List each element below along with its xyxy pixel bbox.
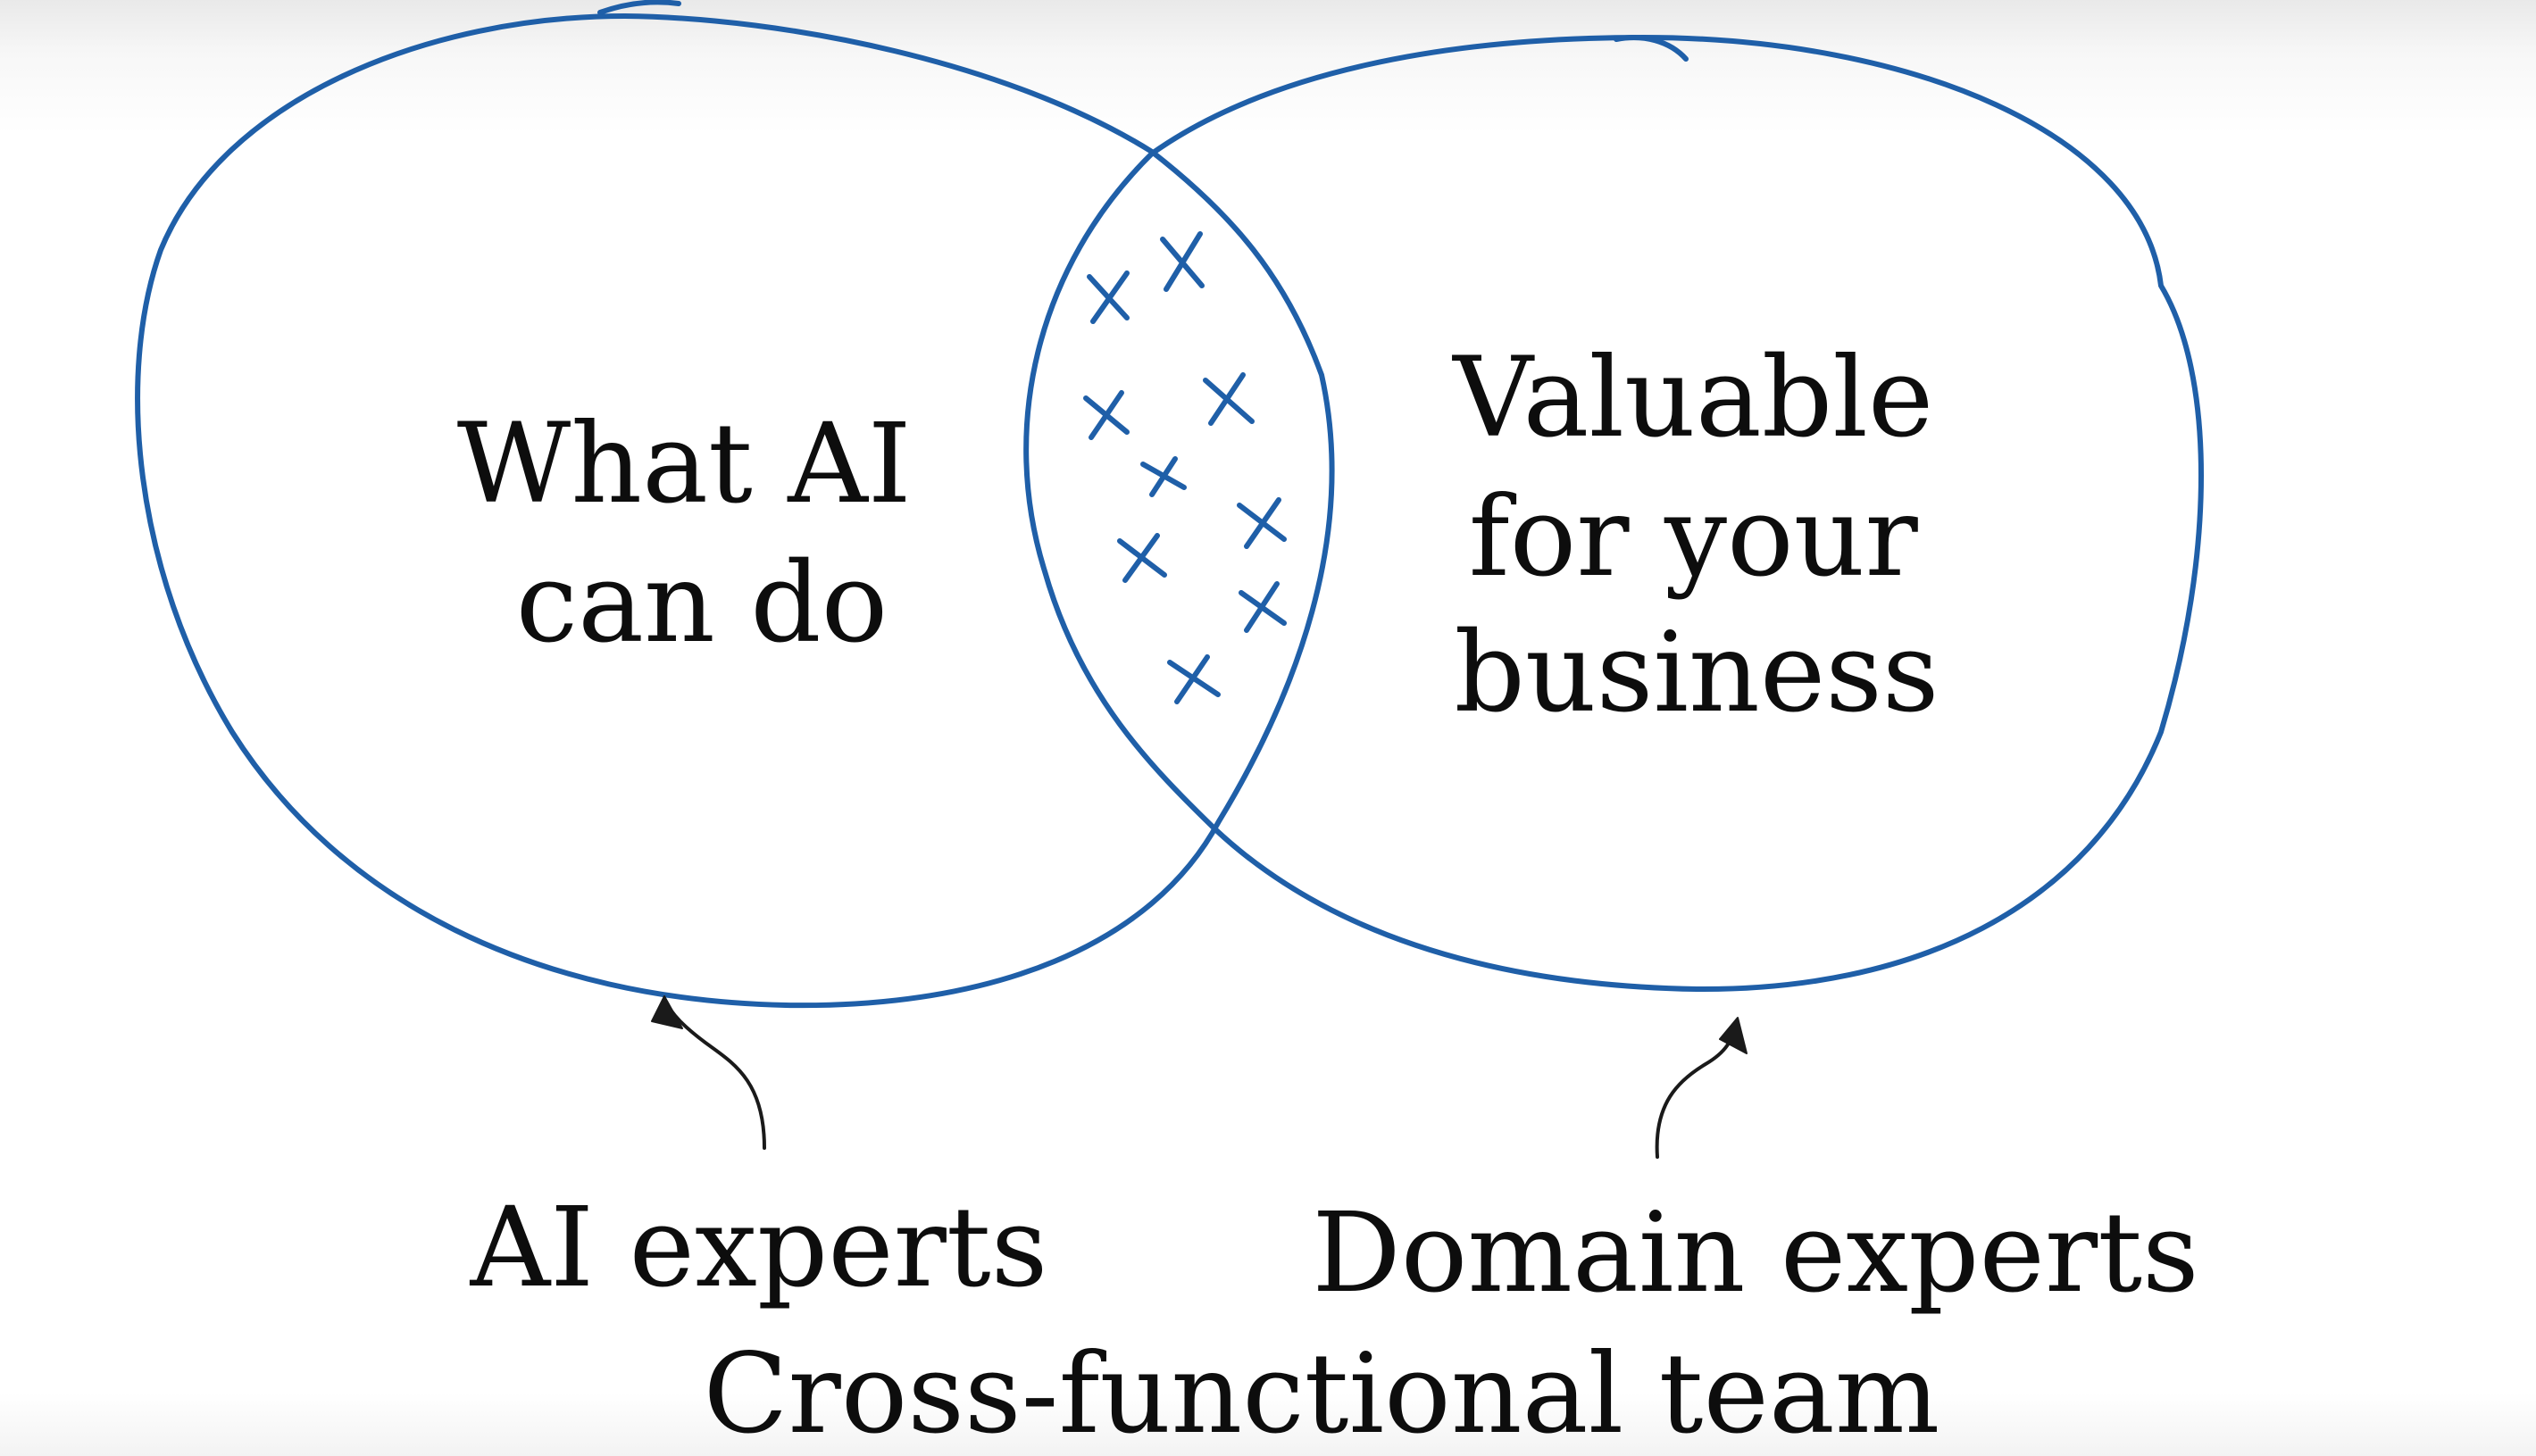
right-circle-label: Valuable for your business xyxy=(1451,334,1968,737)
cross-functional-team-caption: Cross-functional team xyxy=(704,1330,1940,1456)
x-mark xyxy=(1237,497,1287,549)
right-label-line2: for your xyxy=(1469,473,1919,602)
left-label-line2: can do xyxy=(516,539,888,668)
x-mark xyxy=(1087,270,1130,324)
left-circle-tail xyxy=(597,0,681,15)
x-mark xyxy=(1140,456,1187,497)
arrowhead-icon xyxy=(651,995,683,1029)
right-label-line1: Valuable xyxy=(1451,334,1933,462)
x-mark xyxy=(1167,654,1221,704)
left-arrow xyxy=(651,995,766,1150)
x-mark xyxy=(1203,372,1255,426)
x-mark xyxy=(1117,533,1167,583)
right-circle-tail xyxy=(1614,35,1689,62)
domain-experts-caption: Domain experts xyxy=(1312,1189,2198,1318)
x-mark xyxy=(1239,581,1287,633)
arrowhead-icon xyxy=(1719,1017,1748,1054)
x-mark xyxy=(1160,231,1205,292)
x-mark xyxy=(1083,390,1130,440)
left-label-line1: What AI xyxy=(457,400,912,528)
right-circle xyxy=(1023,35,2204,993)
left-circle xyxy=(135,13,1335,1009)
overlap-marks xyxy=(1083,231,1287,704)
ai-experts-caption: AI experts xyxy=(470,1184,1048,1312)
right-label-line3: business xyxy=(1454,609,1939,737)
left-circle-label: What AI can do xyxy=(457,400,947,668)
right-arrow xyxy=(1655,1017,1748,1159)
